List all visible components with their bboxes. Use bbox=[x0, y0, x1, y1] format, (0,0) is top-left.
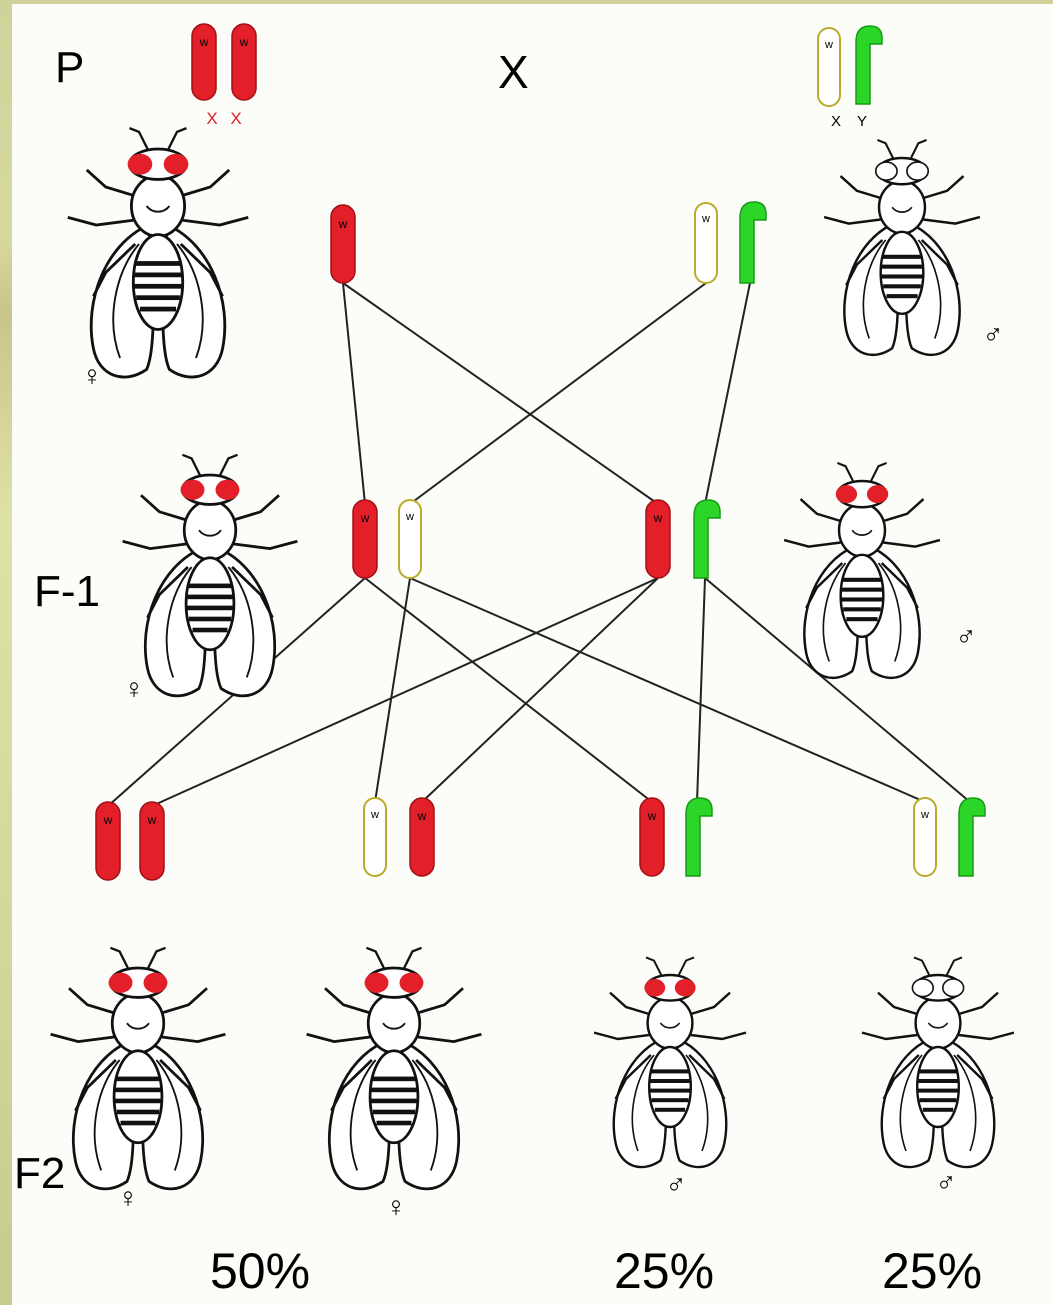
fly-f1-male bbox=[784, 463, 940, 678]
p-male-chromosomes: w X Y bbox=[818, 26, 882, 130]
fly-f2-female-2 bbox=[307, 948, 482, 1189]
allele-label: w bbox=[338, 217, 348, 231]
male-symbol: ♂ bbox=[956, 621, 977, 652]
female-symbol: ♀ bbox=[82, 360, 103, 391]
percentage-white-males: 25% bbox=[882, 1243, 982, 1299]
y-chromosome bbox=[686, 798, 712, 876]
f1-chromosomes: w w w bbox=[353, 500, 720, 578]
y-label: Y bbox=[857, 113, 867, 130]
allele-label: w bbox=[360, 511, 370, 525]
p-gametes: w w bbox=[331, 202, 766, 283]
generation-label-f2: F2 bbox=[14, 1149, 65, 1198]
y-chromosome bbox=[740, 202, 766, 283]
x-label: X bbox=[831, 113, 841, 130]
female-symbol: ♀ bbox=[118, 1182, 139, 1213]
fly-f1-female bbox=[123, 455, 298, 696]
p-female-chromosomes: w w X X bbox=[192, 24, 256, 128]
fly-f2-male-red bbox=[594, 957, 746, 1167]
allele-label: w bbox=[920, 809, 929, 821]
allele-label: w bbox=[199, 35, 209, 49]
allele-label: w bbox=[147, 813, 157, 827]
generation-label-f1: F-1 bbox=[34, 567, 100, 616]
allele-label: w bbox=[405, 511, 414, 523]
cross-symbol: X bbox=[498, 46, 529, 98]
x-label: X bbox=[206, 109, 217, 128]
male-symbol: ♂ bbox=[666, 1169, 687, 1200]
generation-label-p: P bbox=[55, 43, 84, 92]
allele-label: w bbox=[824, 39, 833, 51]
female-symbol: ♀ bbox=[386, 1191, 407, 1222]
male-symbol: ♂ bbox=[983, 319, 1004, 350]
allele-label: w bbox=[653, 511, 663, 525]
y-chromosome bbox=[856, 26, 882, 104]
x-label: X bbox=[230, 109, 241, 128]
allele-label: w bbox=[239, 35, 249, 49]
fly-f2-female-1 bbox=[51, 948, 226, 1189]
allele-label: w bbox=[647, 809, 657, 823]
allele-label: w bbox=[701, 213, 710, 225]
allele-label: w bbox=[370, 809, 379, 821]
fly-f2-male-white bbox=[862, 957, 1014, 1167]
fly-p-female bbox=[68, 128, 249, 377]
male-symbol: ♂ bbox=[936, 1167, 957, 1198]
percentage-females: 50% bbox=[210, 1243, 310, 1299]
percentage-red-males: 25% bbox=[614, 1243, 714, 1299]
f2-chromosomes: w w w w w w bbox=[96, 798, 985, 880]
fly-p-male bbox=[824, 140, 980, 355]
allele-label: w bbox=[103, 813, 113, 827]
y-chromosome bbox=[959, 798, 985, 876]
allele-label: w bbox=[417, 809, 427, 823]
female-symbol: ♀ bbox=[124, 673, 145, 704]
y-chromosome bbox=[694, 500, 720, 578]
